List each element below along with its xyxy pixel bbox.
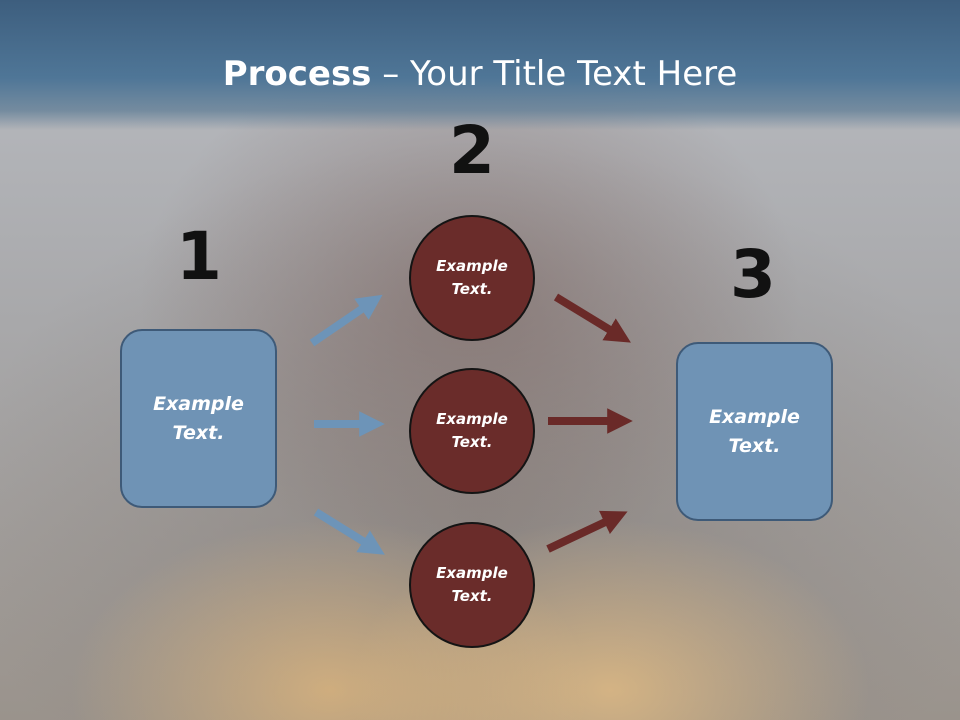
step-number-3: 3 [730, 236, 776, 313]
title-bar [0, 0, 960, 130]
step-number-2: 2 [449, 112, 495, 189]
circle-top-text: Example Text. [436, 257, 508, 298]
circle-top: Example Text. [409, 215, 535, 341]
circle-middle-text: Example Text. [436, 410, 508, 451]
arrow-top-to-right [553, 293, 631, 343]
left-step-box: Example Text. [120, 329, 277, 508]
circle-bottom: Example Text. [409, 522, 535, 648]
title-bold: Process [222, 54, 372, 94]
slide-title: Process – Your Title Text Here [0, 52, 960, 96]
left-step-box-text: Example Text. [153, 392, 244, 444]
right-step-box-text: Example Text. [709, 405, 800, 457]
circle-bottom-text: Example Text. [436, 564, 508, 605]
right-step-box: Example Text. [676, 342, 833, 521]
arrow-left-to-bottom [313, 508, 385, 555]
title-rest: – Your Title Text Here [371, 54, 738, 94]
arrow-left-to-top [309, 294, 383, 347]
step-number-1: 1 [176, 218, 222, 295]
arrow-bottom-to-right [546, 510, 628, 553]
circle-middle: Example Text. [409, 368, 535, 494]
